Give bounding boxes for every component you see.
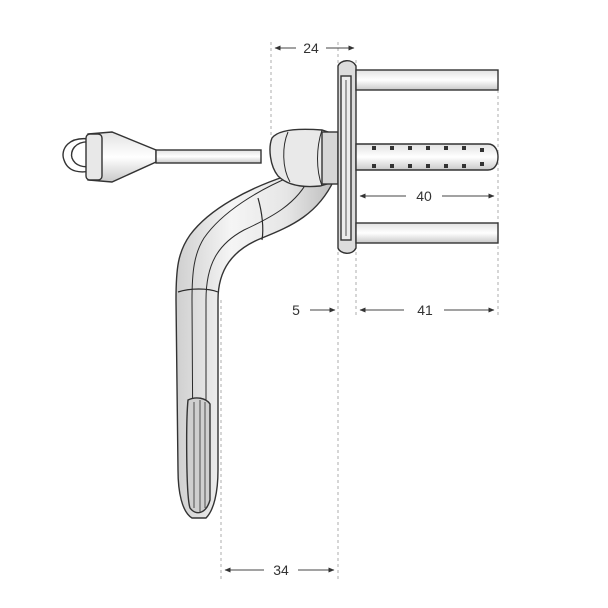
handle-body (175, 128, 339, 519)
dimension-bolt-length: 41 (359, 302, 495, 318)
dim-label-top-width: 24 (303, 40, 319, 56)
dim-label-gap: 5 (292, 302, 300, 318)
dimension-top-width: 24 (274, 40, 355, 56)
dim-label-bolt-length: 41 (417, 302, 433, 318)
dimension-handle-offset: 34 (224, 562, 335, 578)
dim-label-handle-offset: 34 (273, 562, 289, 578)
dimension-spindle-length: 40 (359, 188, 495, 204)
square-spindle (355, 143, 499, 171)
fixing-bolt-top (355, 69, 499, 91)
fixing-bolt-bottom (355, 222, 499, 244)
dim-label-spindle-length: 40 (416, 188, 432, 204)
reference-lines (220, 42, 499, 580)
key-part (62, 131, 262, 183)
base-plate (337, 60, 357, 254)
dimension-gap: 5 (292, 302, 336, 318)
